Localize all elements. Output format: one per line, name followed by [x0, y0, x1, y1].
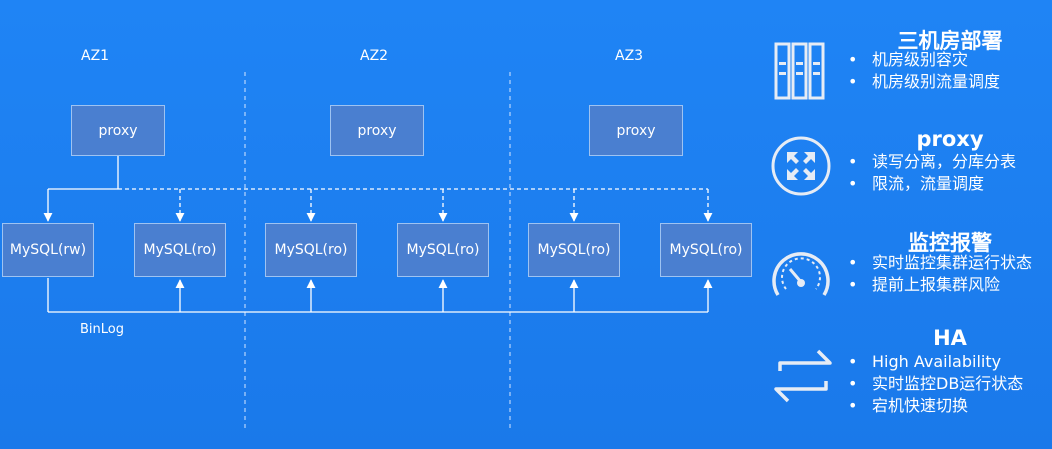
switch-arrows-icon	[774, 349, 832, 403]
gauge-icon	[772, 252, 830, 296]
zone-label-az1: AZ1	[81, 48, 110, 64]
list-item: 宕机快速切换	[846, 395, 1023, 417]
list-item: 实时监控DB运行状态	[846, 373, 1023, 395]
zone-label-az3: AZ3	[615, 48, 644, 64]
zone-label-az2: AZ2	[360, 48, 389, 64]
binlog-label: BinLog	[80, 322, 124, 337]
feature-title-proxy: proxy	[916, 127, 984, 151]
list-item: 提前上报集群风险	[846, 274, 1032, 296]
mysql-node-ro[interactable]: MySQL(ro)	[397, 223, 489, 277]
proxy-box-az2[interactable]: proxy	[330, 105, 424, 156]
mysql-node-ro[interactable]: MySQL(ro)	[660, 223, 752, 277]
list-item: 机房级别容灾	[846, 49, 1000, 71]
list-item: 实时监控集群运行状态	[846, 252, 1032, 274]
server-rack-icon	[774, 42, 825, 100]
arrows-expand-icon	[771, 136, 831, 196]
list-item: 限流，流量调度	[846, 173, 1016, 195]
feature-list-deployment: 机房级别容灾 机房级别流量调度	[846, 49, 1000, 93]
feature-list-proxy: 读写分离，分库分表 限流，流量调度	[846, 151, 1016, 195]
mysql-node-ro[interactable]: MySQL(ro)	[265, 223, 357, 277]
feature-title-monitoring: 监控报警	[908, 231, 992, 255]
feature-list-monitoring: 实时监控集群运行状态 提前上报集群风险	[846, 252, 1032, 296]
feature-list-ha: High Availability 实时监控DB运行状态 宕机快速切换	[846, 351, 1023, 417]
mysql-node-rw[interactable]: MySQL(rw)	[2, 223, 94, 277]
proxy-box-az3[interactable]: proxy	[589, 105, 683, 156]
list-item: 机房级别流量调度	[846, 71, 1000, 93]
list-item: 读写分离，分库分表	[846, 151, 1016, 173]
mysql-node-ro[interactable]: MySQL(ro)	[134, 223, 226, 277]
list-item: High Availability	[846, 351, 1023, 373]
mysql-node-ro[interactable]: MySQL(ro)	[528, 223, 620, 277]
proxy-box-az1[interactable]: proxy	[71, 105, 165, 156]
feature-title-ha: HA	[933, 326, 967, 350]
